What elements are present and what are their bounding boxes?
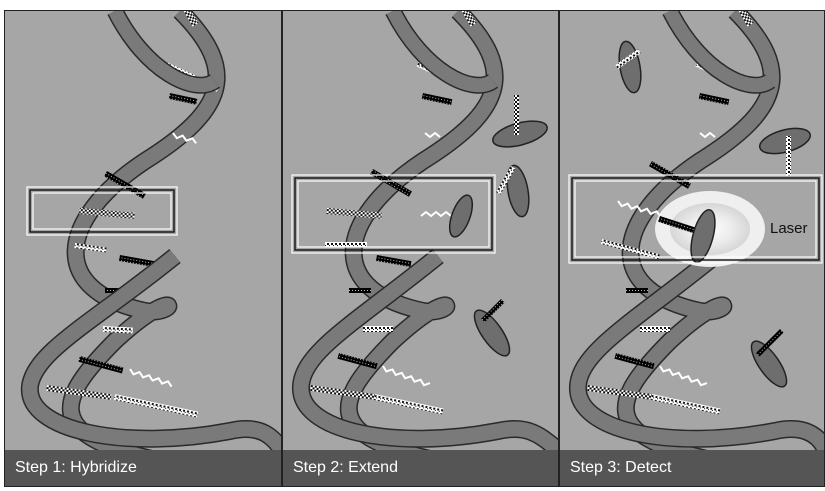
base-pairs — [310, 11, 477, 415]
panel-extend-illustration — [291, 11, 558, 485]
panel-hybridize-illustration — [20, 11, 281, 485]
polymerase-1 — [492, 120, 548, 148]
caption-step-3: Step 3: Detect — [560, 450, 824, 486]
panel-detect: Laser Step 3: Detect — [559, 10, 825, 487]
polymerase-3 — [448, 194, 474, 238]
polymerase-2 — [758, 127, 812, 155]
dna-strand-back — [63, 11, 261, 484]
dna-strand-front — [22, 250, 281, 456]
dna-strand-back — [618, 11, 816, 484]
highlight-box — [291, 174, 496, 254]
labeled-nucleotides — [448, 95, 548, 357]
panel-hybridize: Step 1: Hybridize — [4, 10, 282, 487]
laser-label: Laser — [770, 220, 808, 237]
highlight-box — [568, 174, 823, 264]
panel-extend: Step 2: Extend — [282, 10, 559, 487]
polymerase-detected — [690, 209, 716, 263]
panel-detect-illustration: Laser — [568, 11, 824, 485]
polymerase-2 — [506, 164, 530, 218]
base-pairs — [46, 11, 220, 418]
polymerase-4 — [473, 309, 511, 357]
highlight-box — [26, 186, 178, 236]
caption-step-1: Step 1: Hybridize — [5, 450, 281, 486]
dna-strand-back — [341, 11, 539, 484]
labeled-nucleotides — [615, 40, 812, 388]
dna-strand-front — [570, 250, 824, 455]
caption-step-2: Step 2: Extend — [283, 450, 558, 486]
dna-strand-front — [293, 250, 558, 458]
